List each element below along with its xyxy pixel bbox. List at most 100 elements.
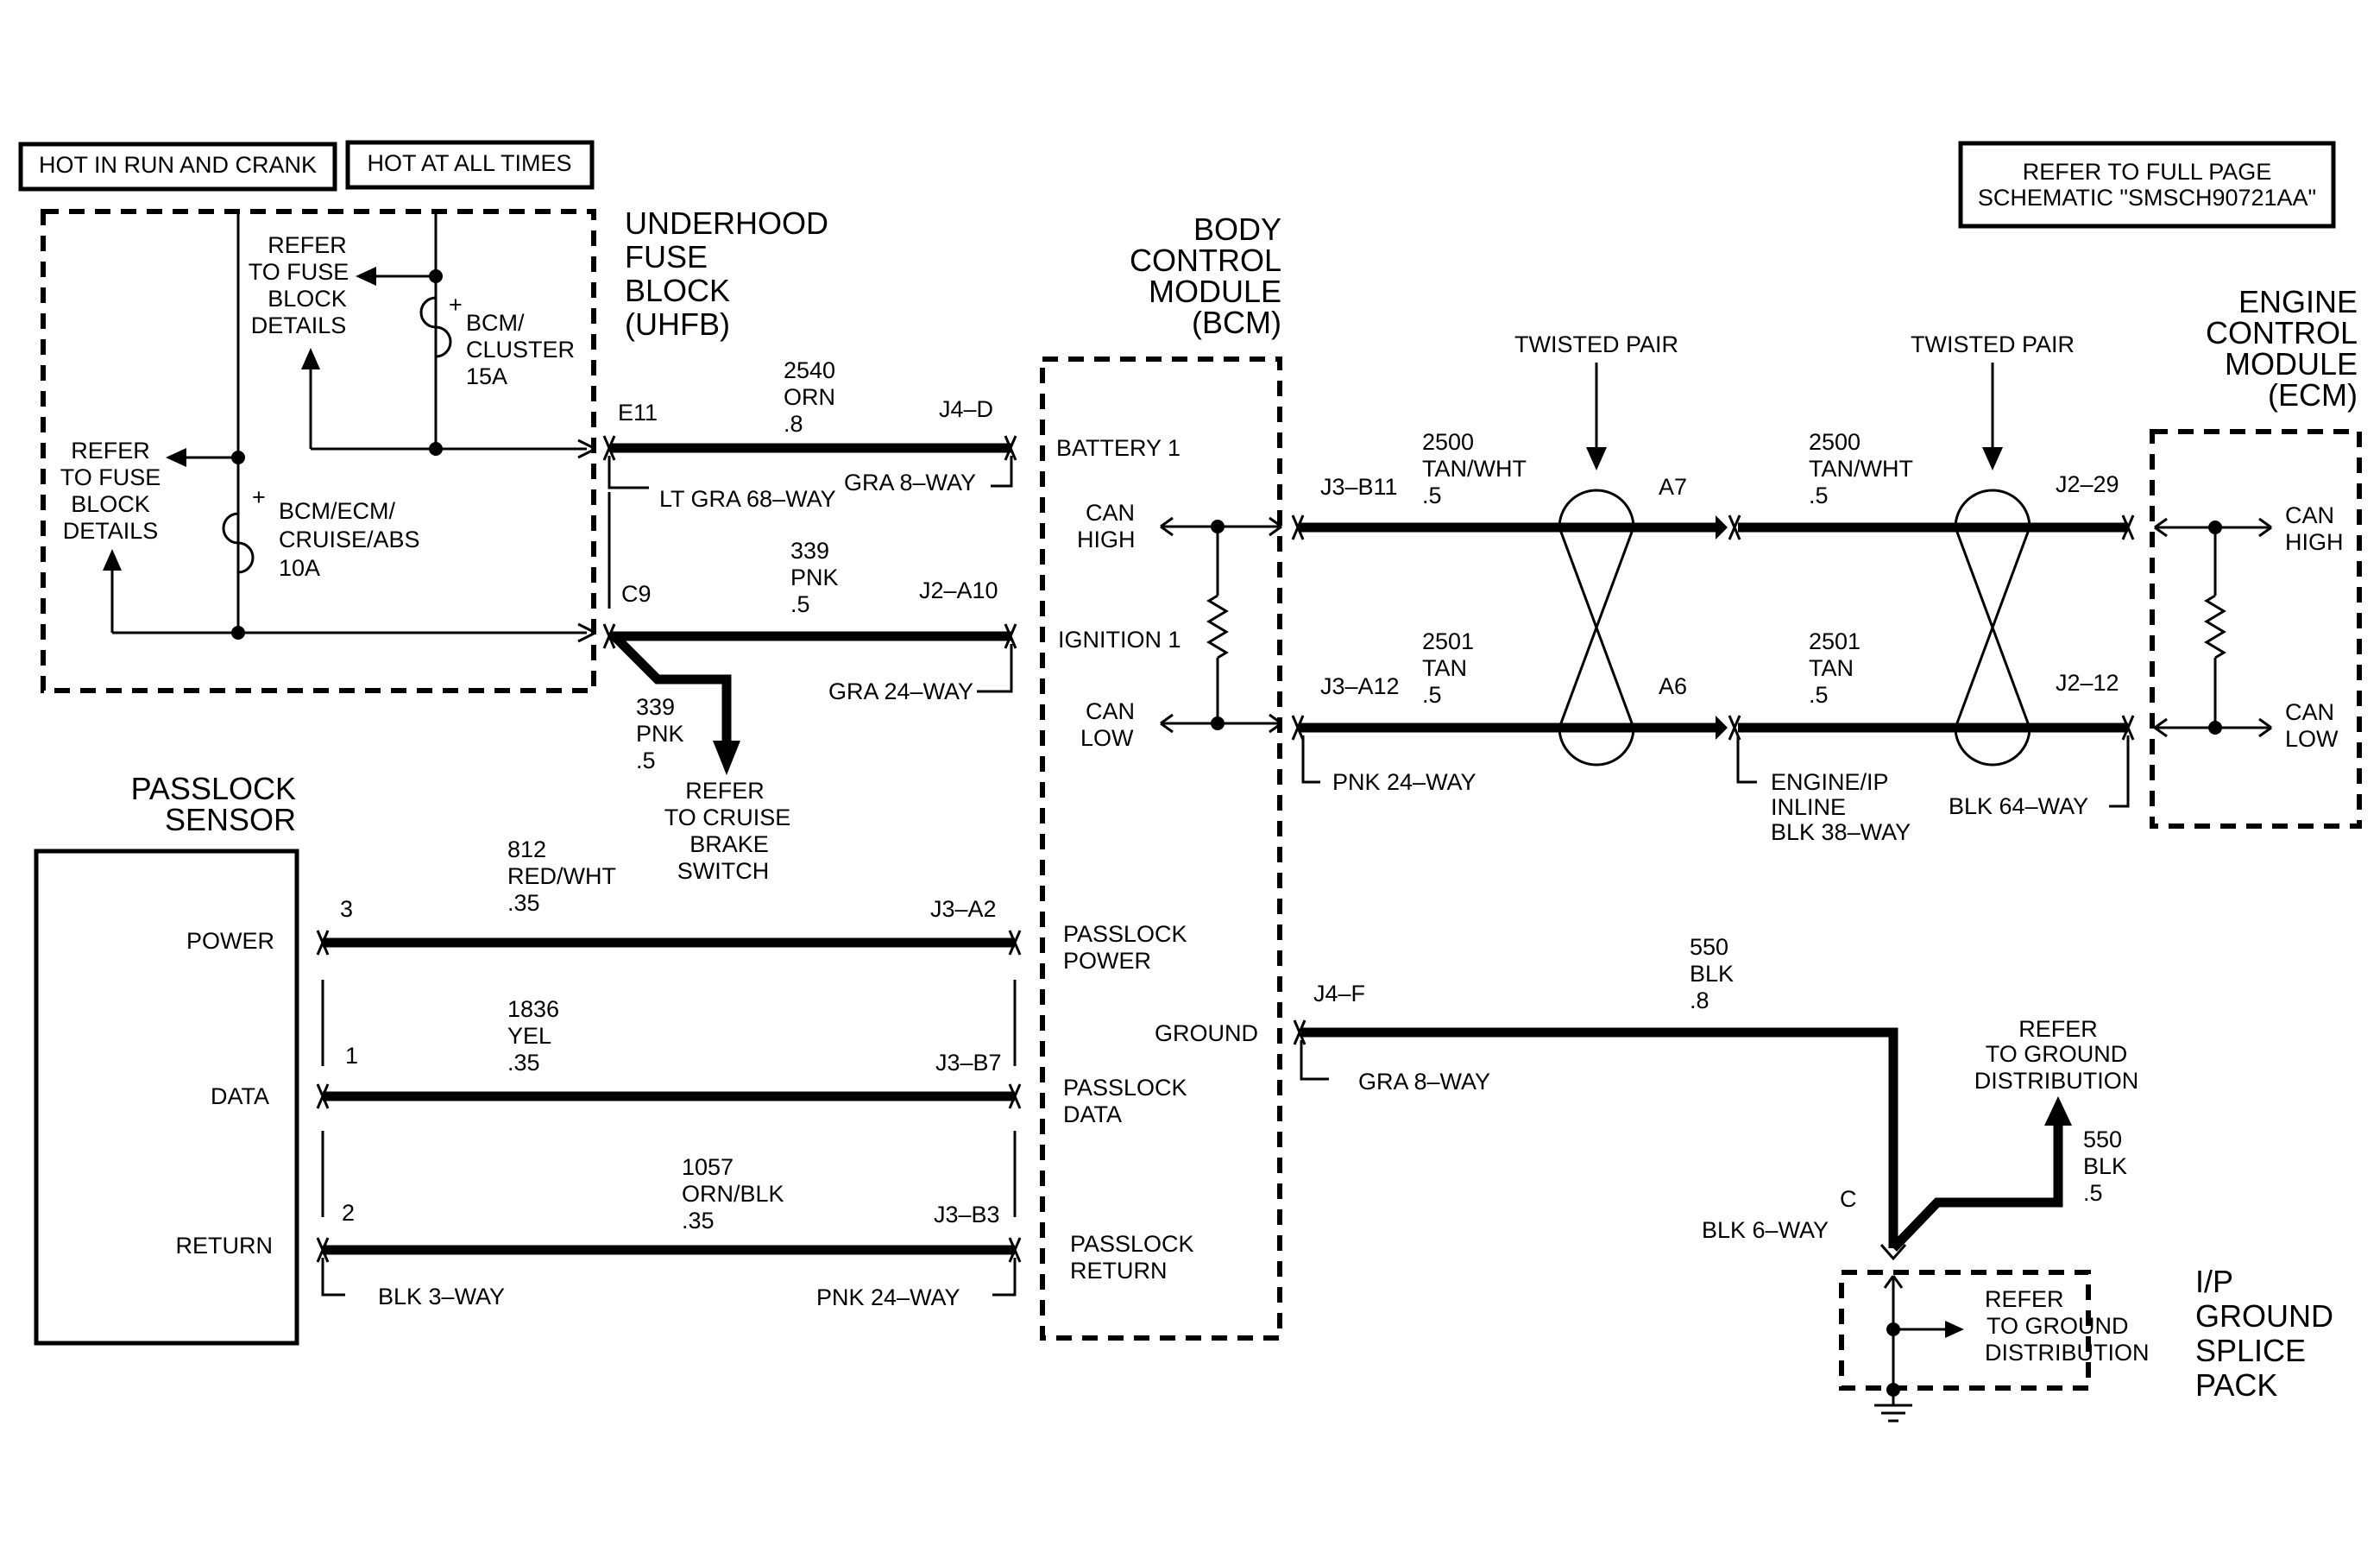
arrow-down-icon bbox=[713, 741, 740, 775]
fuse2-plus: + bbox=[252, 484, 266, 510]
bcm-pin-passlock-data-2: DATA bbox=[1063, 1101, 1122, 1127]
fuse1-label-2: CLUSTER bbox=[466, 337, 575, 363]
bcm-pin-passlock-power-1: PASSLOCK bbox=[1063, 921, 1187, 947]
w1057-label-3: .35 bbox=[682, 1208, 715, 1234]
pin-3: 3 bbox=[340, 896, 353, 922]
ip-splice-title-1: I/P bbox=[2195, 1264, 2233, 1299]
refer-ground-inner-1: REFER bbox=[1985, 1286, 2064, 1312]
bcm-title-4: (BCM) bbox=[1192, 305, 1281, 340]
arrow-up-icon bbox=[103, 549, 122, 571]
w2501a-label-2: TAN bbox=[1422, 655, 1467, 681]
ecm-title-3: MODULE bbox=[2225, 346, 2358, 382]
refer-left-2: TO FUSE bbox=[60, 464, 161, 490]
w2500a-label-3: .5 bbox=[1422, 483, 1442, 508]
pin-j4-d: J4–D bbox=[939, 396, 993, 422]
refer-cruise-4: SWITCH bbox=[677, 858, 769, 884]
hot-all-times-box: HOT AT ALL TIMES bbox=[345, 140, 595, 190]
refer-ground-inner-2: TO GROUND bbox=[1986, 1313, 2129, 1339]
refer-ground-upper-2: TO GROUND bbox=[1986, 1041, 2128, 1067]
refer-cruise-3: BRAKE bbox=[689, 831, 769, 857]
passlock-sensor: PASSLOCK SENSOR POWER DATA RETURN bbox=[34, 771, 299, 1346]
bcm-pin-can-high-1: CAN bbox=[1086, 500, 1135, 526]
hot-run-crank-label: HOT IN RUN AND CRANK bbox=[39, 152, 317, 178]
conn-pnk-24-passlock: PNK 24–WAY bbox=[816, 1284, 960, 1310]
passlock-power: POWER bbox=[186, 928, 274, 954]
pin-j2-a10: J2–A10 bbox=[919, 577, 998, 603]
conn-gra-8-top: GRA 8–WAY bbox=[844, 470, 976, 495]
ecm-can-low-1: CAN bbox=[2285, 699, 2334, 725]
passlock-title-1: PASSLOCK bbox=[131, 771, 296, 806]
ground-circuit: J4–F 550 BLK .8 GRA 8–WAY REFER TO GROUN… bbox=[1293, 934, 2333, 1423]
pin-j3-b7: J3–B7 bbox=[935, 1050, 1002, 1076]
ecm-title-4: (ECM) bbox=[2268, 377, 2358, 413]
arrow-left-icon bbox=[356, 267, 376, 286]
conn-blk-64: BLK 64–WAY bbox=[1949, 793, 2088, 819]
hot-run-crank-box: HOT IN RUN AND CRANK bbox=[18, 142, 337, 192]
fuse1-plus: + bbox=[449, 292, 463, 318]
conn-engine-ip-3: BLK 38–WAY bbox=[1771, 819, 1911, 845]
refer-ground-upper-1: REFER bbox=[2018, 1016, 2098, 1042]
wire-1836: 1 J3–B7 1836 YEL .35 bbox=[316, 996, 1022, 1109]
pin-j3-a2: J3–A2 bbox=[930, 896, 997, 922]
w2500b-label-2: TAN/WHT bbox=[1809, 456, 1913, 482]
can-bus: J3–B11 A7 2500 TAN/WHT .5 J3–A12 A6 2501… bbox=[1291, 331, 2135, 845]
ip-splice-title-4: PACK bbox=[2195, 1367, 2277, 1403]
w550a-label-1: 550 bbox=[1690, 934, 1728, 960]
w812-label-1: 812 bbox=[507, 836, 546, 862]
ground-symbol-icon bbox=[1874, 1404, 1912, 1423]
w550b-label-3: .5 bbox=[2083, 1180, 2103, 1206]
refer-left-3: BLOCK bbox=[71, 491, 150, 517]
w2500a-label-1: 2500 bbox=[1422, 429, 1474, 455]
twisted-pair-label-1: TWISTED PAIR bbox=[1514, 331, 1678, 357]
bcm-pin-ground: GROUND bbox=[1155, 1020, 1258, 1046]
w339-label-2: PNK bbox=[790, 565, 839, 590]
uhfb-title-1: UNDERHOOD bbox=[625, 205, 828, 241]
wire-812: 3 J3–A2 812 RED/WHT .35 bbox=[316, 836, 1022, 956]
pin-2: 2 bbox=[342, 1200, 355, 1226]
uhfb-title-3: BLOCK bbox=[625, 273, 730, 308]
uhfb-title-2: FUSE bbox=[625, 239, 708, 275]
hot-all-times-label: HOT AT ALL TIMES bbox=[367, 150, 571, 176]
bcm-pin-passlock-data-1: PASSLOCK bbox=[1063, 1075, 1187, 1101]
conn-gra-24: GRA 24–WAY bbox=[828, 678, 973, 704]
fuse-bcm-ecm-icon bbox=[222, 512, 255, 574]
w812-label-3: .35 bbox=[507, 890, 540, 916]
pin-j3-b3: J3–B3 bbox=[934, 1202, 1000, 1227]
bcm-pin-passlock-power-2: POWER bbox=[1063, 948, 1151, 974]
wire-2540: E11 J4–D 2540 ORN .8 bbox=[602, 357, 1017, 461]
uhfb-block: UNDERHOOD FUSE BLOCK (UHFB) + BCM/ CLUST… bbox=[41, 205, 828, 693]
ip-splice-title-3: SPLICE bbox=[2195, 1333, 2306, 1368]
w812-label-2: RED/WHT bbox=[507, 863, 616, 889]
w339b-label-3: .5 bbox=[636, 748, 656, 773]
passlock-return: RETURN bbox=[176, 1233, 274, 1259]
passlock-data: DATA bbox=[211, 1083, 269, 1109]
w2500a-label-2: TAN/WHT bbox=[1422, 456, 1527, 482]
refer-upper-4: DETAILS bbox=[251, 312, 347, 338]
fuse1-label-1: BCM/ bbox=[466, 310, 525, 336]
conn-gra-8-ground: GRA 8–WAY bbox=[1358, 1069, 1490, 1095]
w1836-label-2: YEL bbox=[507, 1023, 551, 1049]
pin-1: 1 bbox=[345, 1043, 358, 1069]
uhfb-title-4: (UHFB) bbox=[625, 306, 730, 342]
refer-full-page-box: REFER TO FULL PAGE SCHEMATIC "SMSCH90721… bbox=[1958, 141, 2336, 229]
conn-engine-ip-2: INLINE bbox=[1771, 794, 1846, 820]
refer-upper-2: TO FUSE bbox=[249, 259, 349, 285]
pin-j2-29: J2–29 bbox=[2056, 471, 2119, 497]
refer-left-1: REFER bbox=[71, 438, 150, 464]
bcm-pin-can-low-2: LOW bbox=[1080, 725, 1134, 751]
pin-j4-f: J4–F bbox=[1313, 981, 1365, 1007]
wire-1057: 2 J3–B3 1057 ORN/BLK .35 bbox=[316, 1154, 1022, 1263]
bcm-title-1: BODY bbox=[1193, 211, 1281, 247]
conn-pin-c: C bbox=[1840, 1186, 1857, 1212]
pin-e11: E11 bbox=[618, 400, 658, 426]
ecm-title-2: CONTROL bbox=[2206, 315, 2358, 350]
bcm-title-3: MODULE bbox=[1149, 274, 1281, 309]
bcm-pin-can-high-2: HIGH bbox=[1077, 527, 1136, 552]
ecm-can-high-1: CAN bbox=[2285, 502, 2334, 528]
ecm-can-low-2: LOW bbox=[2285, 726, 2339, 752]
refer-upper-1: REFER bbox=[268, 232, 347, 258]
conn-blk-3: BLK 3–WAY bbox=[378, 1284, 505, 1309]
wire-339: C9 J2–A10 339 PNK .5 339 PNK .5 REFER TO… bbox=[602, 538, 1017, 884]
w1057-label-1: 1057 bbox=[682, 1154, 734, 1180]
bcm-pin-can-low-1: CAN bbox=[1086, 698, 1135, 724]
